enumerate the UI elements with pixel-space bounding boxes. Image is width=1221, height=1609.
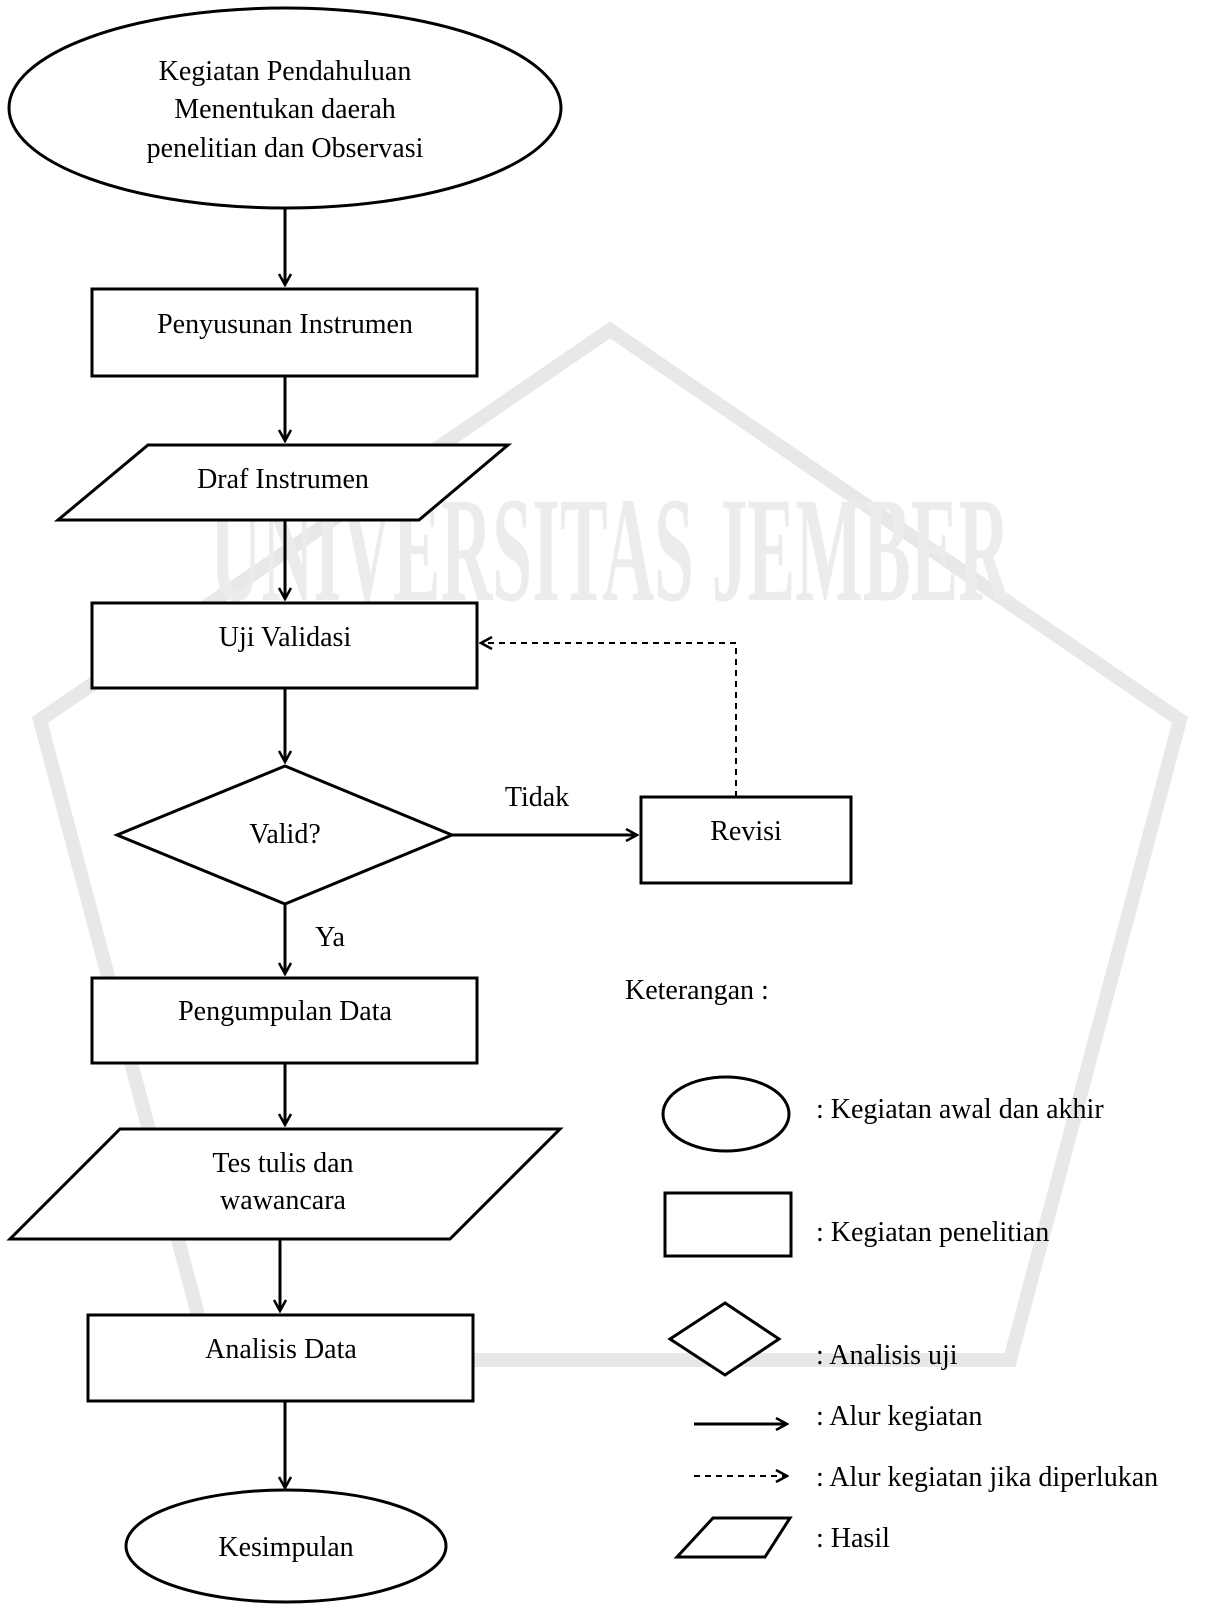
legend-diamond-label: : Analisis uji: [816, 1340, 958, 1371]
draf-instrumen-label: Draf Instrumen: [197, 464, 369, 495]
uji-validasi-label: Uji Validasi: [219, 622, 352, 653]
start-oval: Kegiatan Pendahuluan Menentukan daerah p…: [7, 6, 563, 210]
start-line-2: Menentukan daerah: [174, 94, 396, 125]
dashed-arrow-revisi-to-uji: [481, 643, 737, 797]
penyusunan-instrumen-label: Penyusunan Instrumen: [157, 309, 413, 340]
start-line-1: Kegiatan Pendahuluan: [159, 56, 412, 87]
uji-validasi-box: Uji Validasi: [90, 601, 479, 690]
draf-instrumen-parallelogram: Draf Instrumen: [53, 443, 513, 522]
legend-oval-shape: [661, 1075, 791, 1153]
penyusunan-instrumen-box: Penyusunan Instrumen: [90, 287, 479, 378]
legend-arrow-label: : Alur kegiatan: [816, 1401, 982, 1432]
analisis-data-label: Analisis Data: [205, 1334, 357, 1365]
pengumpulan-data-label: Pengumpulan Data: [178, 996, 392, 1027]
tes-tulis-line-2: wawancara: [220, 1185, 346, 1216]
legend-parallelogram-label: : Hasil: [816, 1523, 890, 1554]
analisis-data-box: Analisis Data: [86, 1313, 475, 1403]
pengumpulan-data-box: Pengumpulan Data: [90, 976, 479, 1065]
revisi-box: Revisi: [639, 795, 853, 885]
start-line-3: penelitian dan Observasi: [147, 133, 424, 164]
legend-diamond-shape: [667, 1301, 782, 1377]
legend-dashed-arrow-label: : Alur kegiatan jika diperlukan: [816, 1462, 1158, 1493]
valid-decision-diamond: Valid?: [113, 764, 456, 906]
legend-rect-label: : Kegiatan penelitian: [816, 1217, 1049, 1248]
tes-tulis-line-1: Tes tulis dan: [212, 1148, 353, 1179]
legend-rect-shape: [663, 1191, 793, 1258]
valid-decision-label: Valid?: [249, 819, 321, 850]
legend-title: Keterangan :: [625, 975, 769, 1006]
label-tidak: Tidak: [505, 782, 569, 813]
legend-parallelogram-shape: [673, 1516, 793, 1559]
legend: Keterangan : : Kegiatan awal dan akhir :…: [625, 975, 1158, 1559]
tes-tulis-parallelogram: Tes tulis dan wawancara: [6, 1127, 564, 1241]
revisi-label: Revisi: [710, 816, 782, 847]
label-ya: Ya: [315, 922, 345, 953]
legend-oval-label: : Kegiatan awal dan akhir: [816, 1094, 1104, 1125]
kesimpulan-label: Kesimpulan: [218, 1532, 353, 1563]
end-oval: Kesimpulan: [124, 1488, 448, 1604]
